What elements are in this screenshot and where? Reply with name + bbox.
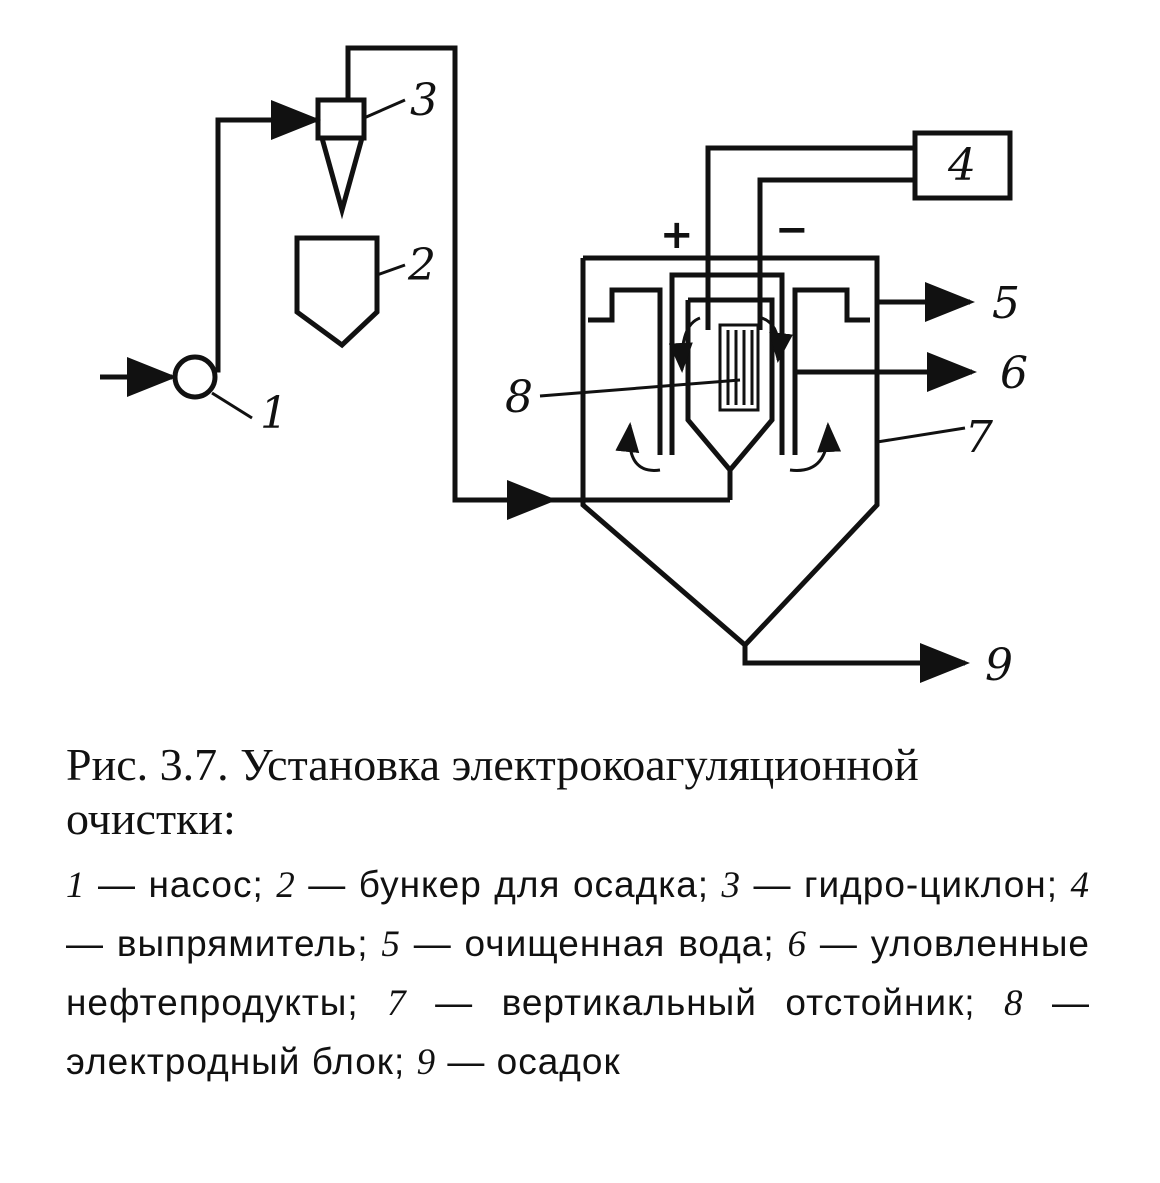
label-oil-products: 6 [1000, 348, 1028, 399]
caption-legend: 1 — насос; 2 — бункер для осадка; 3 — ги… [66, 856, 1090, 1092]
legend-item: 2 — бункер для осадка; [276, 864, 710, 906]
collecting-trough-right [792, 287, 870, 455]
flow-diagram: 1 3 2 7 8 4 + − 5 6 9 [100, 45, 1028, 691]
figure-caption: Рис. 3.7. Установка электрокоагуляционно… [66, 738, 1090, 1092]
label-electrode-block: 8 [505, 372, 533, 423]
hydrocyclone-leader [363, 98, 406, 120]
legend-item: 9 — осадок [416, 1041, 621, 1083]
cyclone-to-settler-line [345, 45, 557, 520]
legend-item: 5 — очищенная вода; [381, 923, 775, 965]
settler-leader [876, 426, 966, 444]
positive-wire [705, 145, 915, 330]
pump-to-cyclone-line [215, 100, 321, 373]
label-pump: 1 [260, 388, 288, 439]
legend-item: 7 — вертикальный отстойник; [387, 982, 976, 1024]
hydrocyclone-cone [318, 135, 366, 220]
hopper-leader [376, 263, 406, 277]
pump-leader [211, 391, 253, 420]
legend-item: 8 — электродный блок; [66, 982, 1091, 1082]
flow-arrow-left-inner [668, 316, 701, 373]
sediment-outlet [742, 643, 970, 683]
legend-item: 1 — насос; [66, 864, 264, 906]
legend-item: 4 — выпрямитель; [66, 865, 1090, 964]
minus-sign: − [775, 207, 809, 253]
electrode-leader [539, 378, 741, 398]
label-hydrocyclone: 3 [410, 75, 438, 126]
flow-arrow-left-outer [615, 422, 661, 472]
caption-title: Рис. 3.7. Установка электрокоагуляционно… [66, 739, 919, 844]
pump [172, 354, 218, 400]
settler-body [580, 255, 880, 649]
label-sediment: 9 [985, 640, 1013, 691]
label-hopper: 2 [407, 240, 436, 291]
hydrocyclone-head [315, 97, 367, 141]
label-rectifier: 4 [947, 140, 976, 191]
electrode-block [718, 323, 760, 412]
sludge-hopper [294, 235, 380, 349]
negative-wire [757, 177, 915, 330]
label-purified-water: 5 [992, 278, 1020, 329]
legend-item: 3 — гидро-циклон; [721, 864, 1059, 906]
label-settler: 7 [965, 412, 993, 463]
collecting-trough [588, 287, 663, 455]
legend-item: 6 — уловленные нефтепродукты; [66, 923, 1090, 1023]
flow-arrow-right-inner [761, 316, 793, 363]
plus-sign: + [660, 212, 694, 258]
flow-arrow-right-outer [789, 422, 842, 472]
rectifier [912, 130, 1013, 201]
